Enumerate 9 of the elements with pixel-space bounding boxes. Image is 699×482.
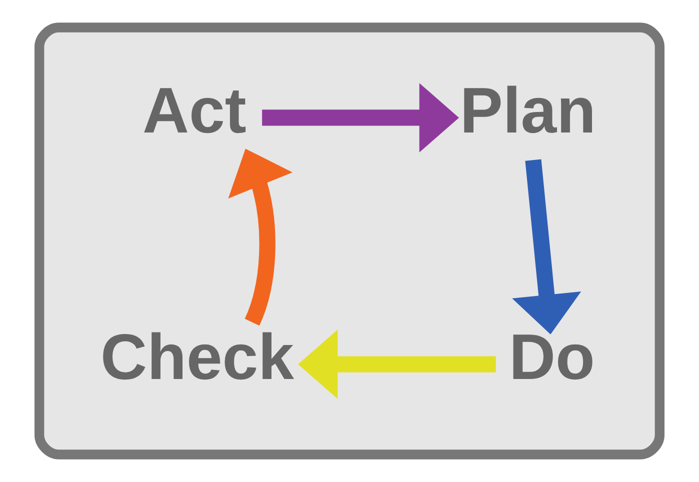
arrow — [298, 330, 496, 399]
arrow — [262, 83, 459, 152]
node-text: Act — [142, 74, 246, 146]
arrow — [228, 148, 292, 326]
node-text: Plan — [460, 74, 596, 146]
node-text: Check — [100, 320, 294, 393]
arrow — [512, 159, 582, 334]
cluster — [34, 22, 664, 460]
node-text: Do — [509, 320, 595, 393]
